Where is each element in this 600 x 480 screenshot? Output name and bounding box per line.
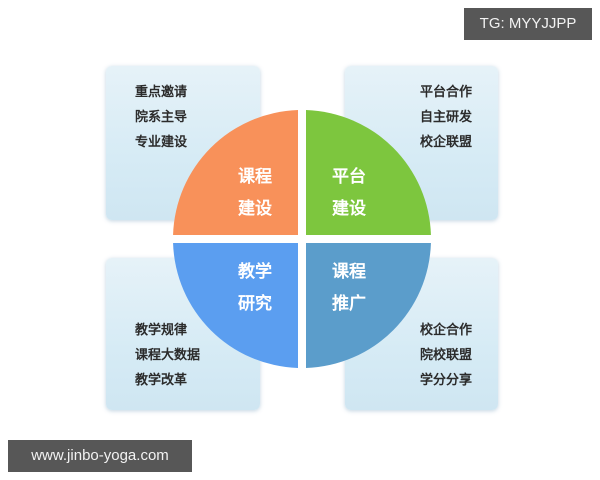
watermark-top: TG: MYYJJPP [464,8,592,40]
list-item: 专业建设 [135,135,188,150]
top-left-items: 重点邀请 院系主导 专业建设 [135,80,187,155]
label-platform-building: 平台 建设 [332,167,366,219]
list-item: 教学改革 [135,373,188,388]
list-item: 学分分享 [419,373,472,388]
list-item: 自主研发 [419,110,472,125]
list-item: 重点邀请 [135,85,188,100]
top-right-items: 平台合作 自主研发 校企联盟 [420,80,472,155]
quadrant-teaching-research [173,243,298,368]
label-teaching-research: 教学 研究 [238,262,272,314]
label-course-building: 课程 建设 [238,167,272,219]
label-course-promotion: 课程 推广 [332,262,366,314]
quadrant-pie [173,110,431,368]
quadrant-course-building [173,110,298,235]
list-item: 课程大数据 [135,348,201,363]
bottom-left-items: 教学规律 课程大数据 教学改革 [135,318,200,393]
list-item: 校企合作 [419,323,472,338]
quadrant-platform-building [306,110,431,235]
watermark-bottom: www.jinbo-yoga.com [8,440,192,472]
quadrant-course-promotion [306,243,431,368]
list-item: 校企联盟 [419,135,472,150]
list-item: 平台合作 [419,85,472,100]
bottom-right-items: 校企合作 院校联盟 学分分享 [420,318,472,393]
list-item: 院校联盟 [419,348,472,363]
list-item: 教学规律 [135,323,188,338]
list-item: 院系主导 [135,110,188,125]
